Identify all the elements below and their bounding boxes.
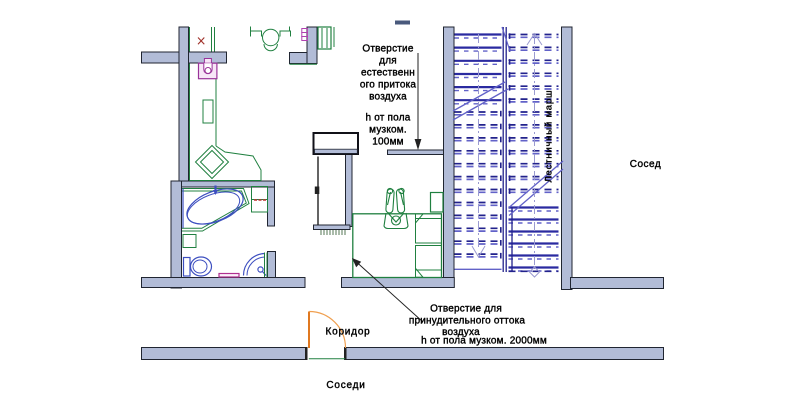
svg-text:воздуха: воздуха bbox=[369, 91, 407, 102]
svg-text:принудительного оттока: принудительного оттока bbox=[409, 316, 526, 327]
svg-text:Отверстие: Отверстие bbox=[362, 43, 413, 54]
svg-text:Соседи: Соседи bbox=[326, 380, 365, 391]
svg-text:воздуха: воздуха bbox=[442, 327, 480, 338]
svg-text:музком.: музком. bbox=[369, 125, 407, 136]
svg-text:для: для bbox=[379, 55, 397, 66]
svg-text:h от пола музком. 2000мм: h от пола музком. 2000мм bbox=[421, 335, 547, 346]
svg-text:ого притока: ого притока bbox=[360, 79, 417, 90]
svg-text:естественн: естественн bbox=[361, 67, 415, 78]
svg-text:Лестничный марш: Лестничный марш bbox=[544, 90, 555, 183]
svg-text:100мм: 100мм bbox=[372, 137, 403, 148]
svg-text:h от пола: h от пола bbox=[366, 113, 411, 124]
svg-text:Коридор: Коридор bbox=[325, 327, 370, 338]
svg-text:Сосед: Сосед bbox=[630, 159, 661, 170]
svg-text:Отверстие для: Отверстие для bbox=[430, 304, 502, 315]
